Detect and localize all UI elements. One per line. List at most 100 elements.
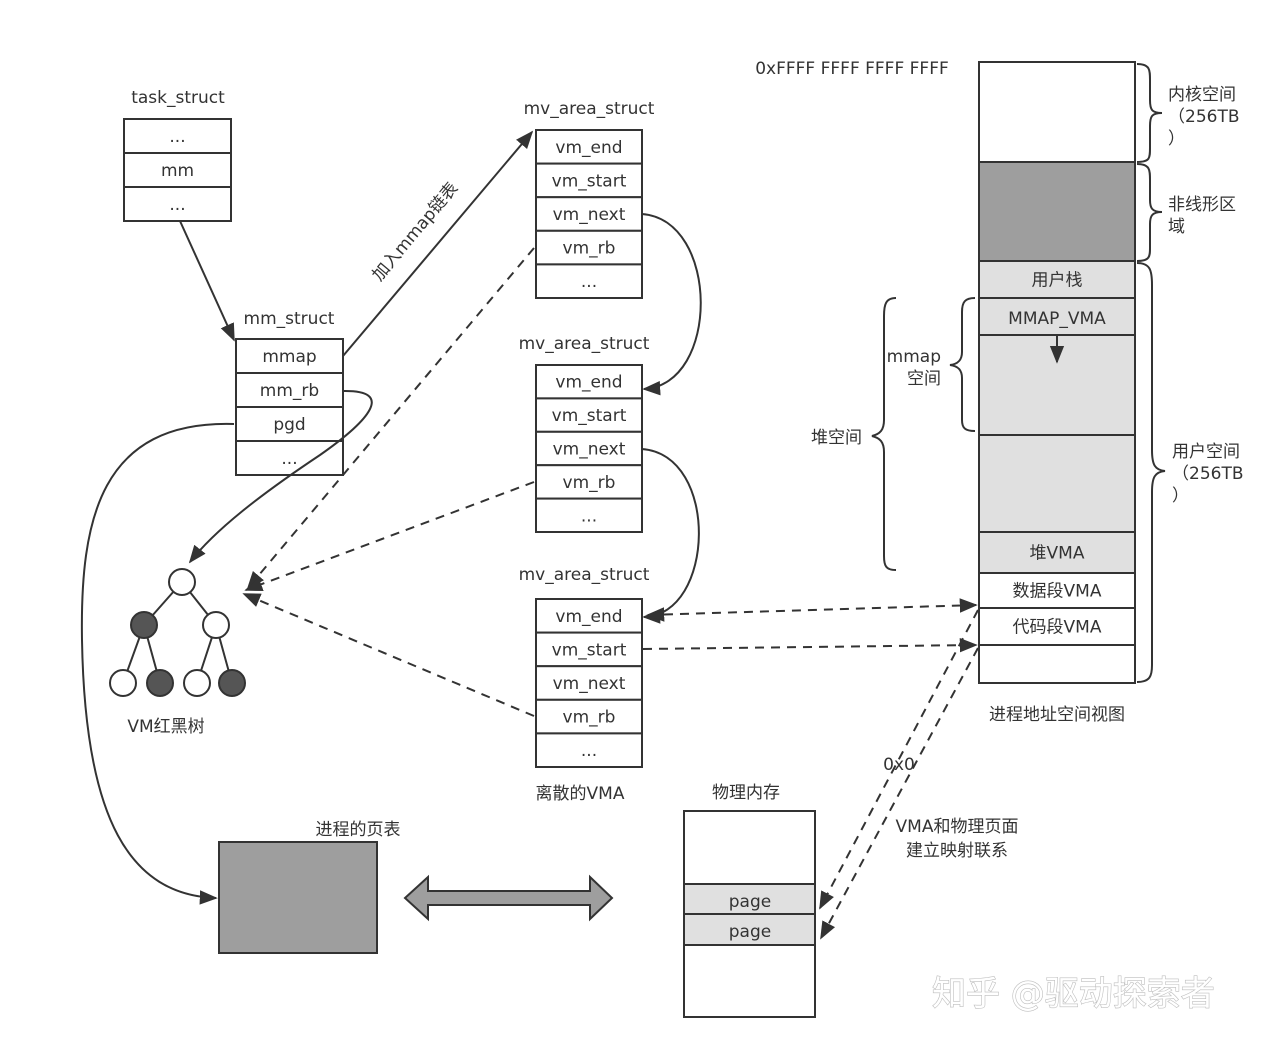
top-address-label: 0xFFFF FFFF FFFF FFFF xyxy=(755,59,949,79)
struct-field-label: ... xyxy=(581,272,597,292)
rb-tree-label: VM红黑树 xyxy=(127,717,204,737)
kernel-brace-label: ） xyxy=(1168,129,1185,149)
task-to-mm-arrow xyxy=(179,220,235,342)
struct-field-cell xyxy=(535,263,643,299)
struct-field-label: ... xyxy=(169,127,185,147)
struct-field-cell xyxy=(535,129,643,165)
struct-field-label: vm_next xyxy=(553,674,626,694)
vma-struct-title: mv_area_struct xyxy=(519,565,650,585)
nonlinear-brace-label: 非线形区 xyxy=(1168,195,1236,215)
mmap-brace-label: 空间 xyxy=(907,369,941,389)
struct-field-label: ... xyxy=(581,506,597,526)
vm-next-link-2 xyxy=(641,448,700,624)
struct-field-cell xyxy=(235,440,344,476)
address-space-view: 0xFFFF FFFF FFFF FFFF 用户栈MMAP_VMA堆VMA数据段… xyxy=(755,59,1243,725)
nonlinear-brace-label: 域 xyxy=(1168,217,1185,237)
segment-label: 数据段VMA xyxy=(1013,582,1102,602)
vm-end-to-data-vma-arrow xyxy=(646,598,978,622)
mmap-brace-label: mmap xyxy=(887,347,941,367)
user-brace-label: （256TB xyxy=(1172,464,1244,484)
struct-field-cell xyxy=(535,229,643,266)
struct-field-label: ... xyxy=(281,449,297,469)
segment-label: 用户栈 xyxy=(1032,271,1083,291)
struct-field-cell xyxy=(535,196,643,232)
vma-to-page-2-arrow xyxy=(820,647,979,940)
vm-rb-link-2 xyxy=(244,481,535,592)
vma-struct-3: mv_area_struct vm_endvm_startvm_nextvm_r… xyxy=(519,565,650,769)
struct-field-label: vm_next xyxy=(553,205,626,225)
segment-nonlinear xyxy=(978,161,1136,262)
heap-brace xyxy=(871,297,897,571)
rb-node-red xyxy=(183,669,211,697)
kernel-brace-label: 内核空间 xyxy=(1168,85,1236,105)
mapping-note-line1: VMA和物理页面 xyxy=(896,817,1019,837)
rb-tree: VM红黑树 xyxy=(109,568,246,737)
struct-field-cell xyxy=(535,732,643,769)
segment-heap-vma xyxy=(978,531,1136,574)
vma-struct-1: mv_area_struct vm_endvm_startvm_nextvm_r… xyxy=(524,99,655,299)
heap-brace-label: 堆空间 xyxy=(811,428,862,448)
struct-field-label: vm_rb xyxy=(563,239,616,259)
rb-node-black xyxy=(218,669,246,697)
page-label: page xyxy=(729,922,771,942)
user-brace-label: 用户空间 xyxy=(1172,442,1240,462)
page-table: 进程的页表 xyxy=(218,820,401,954)
segment-heap-gap xyxy=(978,434,1136,533)
vma-struct-2: mv_area_struct vm_endvm_startvm_nextvm_r… xyxy=(519,334,650,534)
page-block xyxy=(683,913,816,946)
segment-label: 代码段VMA xyxy=(1013,618,1102,638)
struct-field-cell xyxy=(535,397,643,433)
user-brace-label: ） xyxy=(1172,486,1189,506)
struct-field-cell xyxy=(535,497,643,534)
segment-kernel xyxy=(978,61,1136,163)
page-table-label: 进程的页表 xyxy=(316,820,401,840)
segment-mmap-vma xyxy=(978,297,1136,336)
struct-field-label: ... xyxy=(169,195,185,215)
struct-field-label: vm_start xyxy=(552,406,627,426)
pgd-to-page-table-arrow xyxy=(80,422,235,905)
rb-node-red xyxy=(109,669,137,697)
kernel-brace xyxy=(1136,63,1163,163)
vma-to-page-1-arrow xyxy=(819,609,979,910)
mmap-brace xyxy=(949,297,976,432)
vm-rb-link-3 xyxy=(242,593,535,717)
watermark: 知乎 @驱动探索者 xyxy=(932,974,1215,1014)
segment-data-vma xyxy=(978,572,1136,609)
discrete-vma-label: 离散的VMA xyxy=(536,784,625,804)
user-brace xyxy=(1136,262,1166,683)
struct-field-cell xyxy=(535,162,643,199)
rb-node-black xyxy=(130,611,158,639)
mm-struct-title: mm_struct xyxy=(244,309,335,329)
struct-field-label: pgd xyxy=(273,415,305,435)
vm-start-to-code-vma-arrow xyxy=(642,637,978,653)
page-table-memory-double-arrow xyxy=(403,874,614,922)
struct-field-cell xyxy=(123,186,232,222)
struct-field-label: mm xyxy=(161,161,194,181)
rb-node-red xyxy=(202,611,230,639)
mapping-note-line2: 建立映射联系 xyxy=(906,841,1008,861)
struct-field-label: vm_start xyxy=(552,640,627,660)
struct-field-cell xyxy=(535,598,643,634)
segment-bottom xyxy=(978,644,1136,684)
vm-next-link-1 xyxy=(641,213,702,396)
segment-code-vma xyxy=(978,607,1136,646)
mm-rb-to-tree-arrow xyxy=(188,389,373,564)
struct-field-label: mm_rb xyxy=(260,381,319,401)
struct-field-cell xyxy=(535,430,643,467)
struct-field-cell xyxy=(535,464,643,500)
page-label: page xyxy=(729,892,771,912)
mm-struct: mm_struct mmap mm_rbpgd... xyxy=(235,309,344,476)
struct-field-cell xyxy=(235,406,344,442)
struct-field-label: vm_start xyxy=(552,171,627,191)
physical-memory: 物理内存 page page xyxy=(683,783,816,1018)
bottom-address-label: 0x0 xyxy=(883,755,915,775)
struct-field-label: mmap xyxy=(262,347,316,367)
struct-field-label: vm_rb xyxy=(563,473,616,493)
struct-field-label: vm_next xyxy=(553,440,626,460)
address-space-view-label: 进程地址空间视图 xyxy=(989,705,1125,725)
vm-rb-link-1 xyxy=(246,247,535,590)
rb-node-red xyxy=(168,568,196,596)
struct-field-cell xyxy=(535,698,643,735)
physical-memory-label: 物理内存 xyxy=(712,783,780,803)
